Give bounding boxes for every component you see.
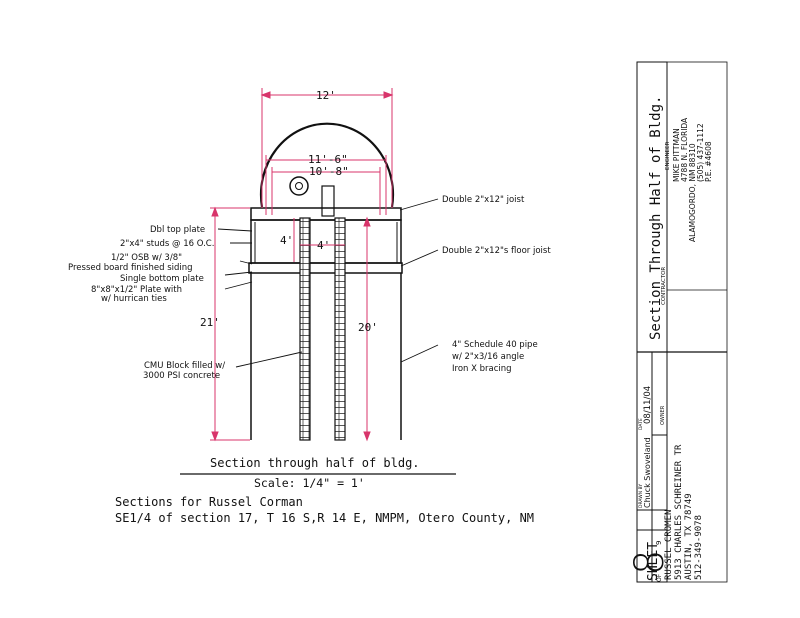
engineer-line-3: ALAMOGORDO, NM 88310 — [688, 143, 697, 242]
contractor-label: CONTRACTOR — [661, 267, 667, 305]
scale-note: Scale: 1/4" = 1' — [254, 476, 365, 490]
of-label: OF — [656, 573, 663, 582]
tank-circle — [289, 176, 309, 196]
callout-cmu-line2: 3000 PSI concrete — [143, 371, 220, 381]
callout-plate-line1: 8"x8"x1/2" Plate with — [91, 285, 182, 295]
callout-cmu-line1: CMU Block filled w/ — [144, 361, 225, 371]
dim-20ft: 20' — [358, 321, 378, 334]
title-block-text: SHEET 8 OF 9 DRAWN BY Chuck Swoveland DA… — [627, 96, 713, 582]
callout-joist: Double 2"x12" joist — [442, 195, 525, 205]
owner-line-1: RUSSEL CROMEN — [664, 510, 674, 580]
engineer-line-1: MIKE PITTMAN — [672, 128, 681, 182]
owner-line-4: 512-349-9078 — [694, 515, 704, 580]
callout-pipe-line3: Iron X bracing — [452, 364, 512, 374]
total-sheets: 9 — [655, 541, 663, 545]
owner-line-2: 5913 CHARLES SCHREINER TR — [674, 444, 684, 580]
owner-line-3: AUSTIN, TX 78749 — [684, 493, 694, 580]
cmu-tower-left — [299, 217, 311, 441]
sheet-label: SHEET — [646, 542, 661, 581]
floor-band — [248, 262, 403, 274]
callout-dbl-top-plate: Dbl top plate — [150, 225, 205, 235]
joist-platform — [250, 207, 402, 221]
dim-21ft: 21' — [200, 316, 220, 329]
callout-osb-line2: Pressed board finished siding — [68, 263, 193, 273]
callout-pipe-line1: 4" Schedule 40 pipe — [452, 340, 538, 350]
engineer-line-5: P.E. #4608 — [704, 141, 713, 182]
dim-11ft6: 11'-6" — [308, 153, 348, 166]
sections-title: Sections for Russel Corman — [115, 495, 303, 509]
cmu-tower-right — [334, 217, 346, 441]
drawing-caption: Section through half of bldg. — [210, 456, 420, 470]
leader-lines — [217, 198, 439, 368]
dim-4ft-vertical: 4' — [280, 234, 293, 247]
dim-10ft8: 10'-8" — [309, 165, 349, 178]
callout-floor-joist: Double 2"x12"s floor joist — [442, 246, 551, 256]
drawing-title: Section Through Half of Bldg. — [648, 96, 664, 340]
drawn-by-value: Chuck Swoveland — [643, 437, 652, 508]
sheet-number: 8 — [627, 550, 673, 575]
title-block — [636, 61, 728, 583]
callout-osb-line1: 1/2" OSB w/ 3/8" — [111, 253, 182, 263]
building-section-drawing — [248, 122, 403, 441]
callout-pipe-line2: w/ 2"x3/16 angle — [452, 352, 524, 362]
dim-12ft: 12' — [316, 89, 336, 102]
callout-bottom-plate: Single bottom plate — [120, 274, 204, 284]
callout-plate-line2: w/ hurrican ties — [101, 294, 167, 304]
dome-outline — [259, 122, 395, 208]
dimension-lines — [210, 88, 394, 442]
callout-studs: 2"x4" studs @ 16 O.C. — [120, 239, 214, 249]
engineer-line-4: (505) 437-1112 — [696, 123, 705, 182]
location-legal: SE1/4 of section 17, T 16 S,R 14 E, NMPM… — [115, 511, 534, 525]
date-value: 08/11/04 — [643, 386, 653, 424]
date-label: DATE — [638, 418, 644, 430]
dim-4ft-horizontal: 4' — [317, 239, 330, 252]
engineer-line-2: 4788 N. FLORIDA — [680, 117, 689, 182]
owner-label: OWNER — [660, 405, 666, 425]
engineer-label: ENGINEER — [665, 141, 671, 170]
drawn-by-label: DRAWN BY — [638, 484, 644, 508]
